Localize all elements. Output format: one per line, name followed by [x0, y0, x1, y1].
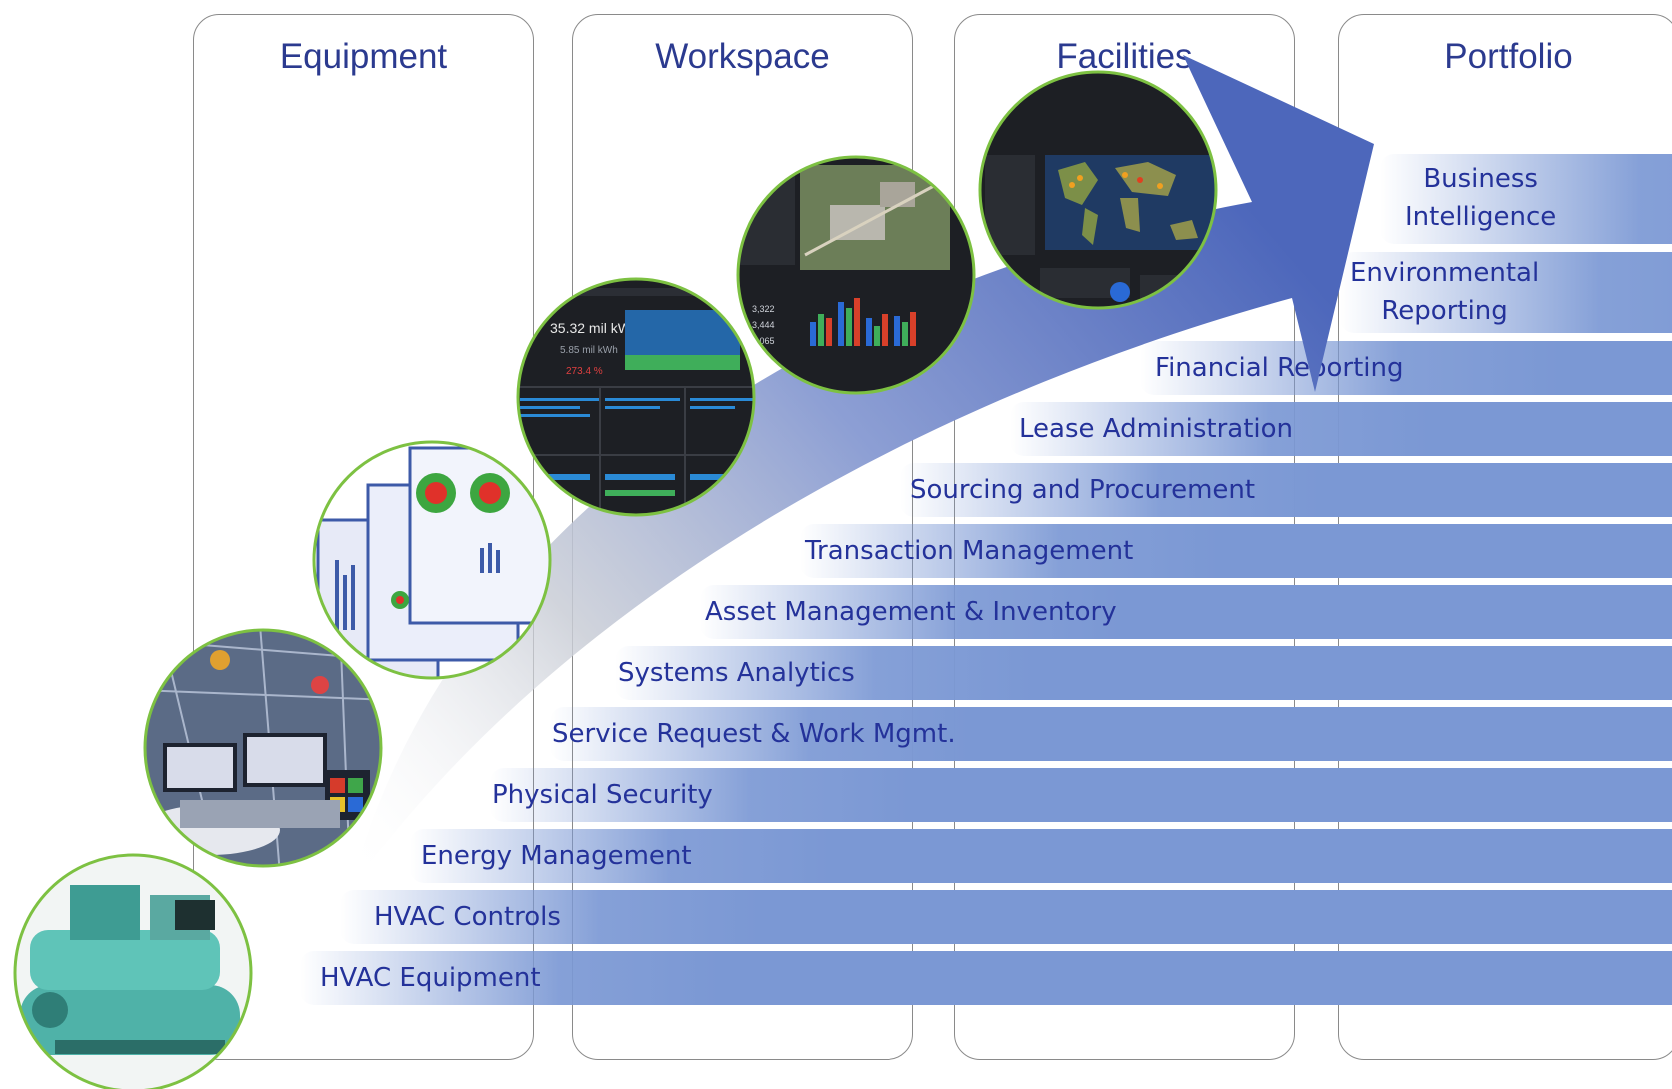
- column-title: Portfolio: [1444, 37, 1573, 76]
- capability-bar: [340, 890, 1672, 944]
- capability-bar: [615, 646, 1672, 700]
- capability-label: Service Request & Work Mgmt.: [552, 719, 956, 749]
- capability-bar: [800, 524, 1672, 578]
- capability-label: Systems Analytics: [618, 658, 855, 688]
- capability-label: Financial Reporting: [1155, 353, 1404, 383]
- capability-label: Environmental Reporting: [1350, 258, 1540, 326]
- capability-bar: [1140, 341, 1672, 395]
- chart-value-1: 3,322: [752, 304, 775, 314]
- operator-workstation-photo: [143, 628, 383, 868]
- capability-bar: [550, 707, 1672, 761]
- chiller-equipment-photo: [13, 853, 253, 1089]
- capability-bar: [490, 768, 1672, 822]
- capability-label: Asset Management & Inventory: [705, 597, 1117, 627]
- capability-bar: [1380, 154, 1672, 244]
- capability-label: Business Intelligence: [1405, 164, 1557, 232]
- capability-bar: [410, 829, 1672, 883]
- chart-value-2: 3,444: [752, 320, 775, 330]
- capability-label: HVAC Equipment: [320, 963, 541, 993]
- dashboard-percent-value: 273.4 %: [566, 366, 603, 377]
- world-map-thumbnail: [978, 70, 1218, 310]
- energy-dashboard-thumbnail: 35.32 mil kWh 5.85 mil kWh 273.4 %: [516, 277, 756, 517]
- site-map-thumbnail: 3,322 3,444 3,065: [736, 155, 976, 395]
- capability-bar: [700, 585, 1672, 639]
- chart-value-3: 3,065: [752, 336, 775, 346]
- capability-label: Energy Management: [421, 841, 692, 871]
- column-title: Equipment: [279, 37, 448, 76]
- dashboard-consumption-value: 35.32 mil kWh: [550, 320, 639, 336]
- column-title: Workspace: [655, 37, 830, 76]
- dashboard-sub-value: 5.85 mil kWh: [560, 345, 618, 356]
- capability-bar: [900, 463, 1672, 517]
- capability-label: Physical Security: [492, 780, 713, 810]
- capability-label: Lease Administration: [1019, 414, 1294, 444]
- capability-label: HVAC Controls: [374, 902, 561, 932]
- capability-bar: [1340, 252, 1672, 333]
- capability-label: Transaction Management: [805, 536, 1134, 566]
- column-title: Facilities: [1056, 37, 1193, 76]
- capability-bar: [300, 951, 1672, 1005]
- capability-label: Sourcing and Procurement: [910, 475, 1256, 505]
- capability-bar: [1010, 402, 1672, 456]
